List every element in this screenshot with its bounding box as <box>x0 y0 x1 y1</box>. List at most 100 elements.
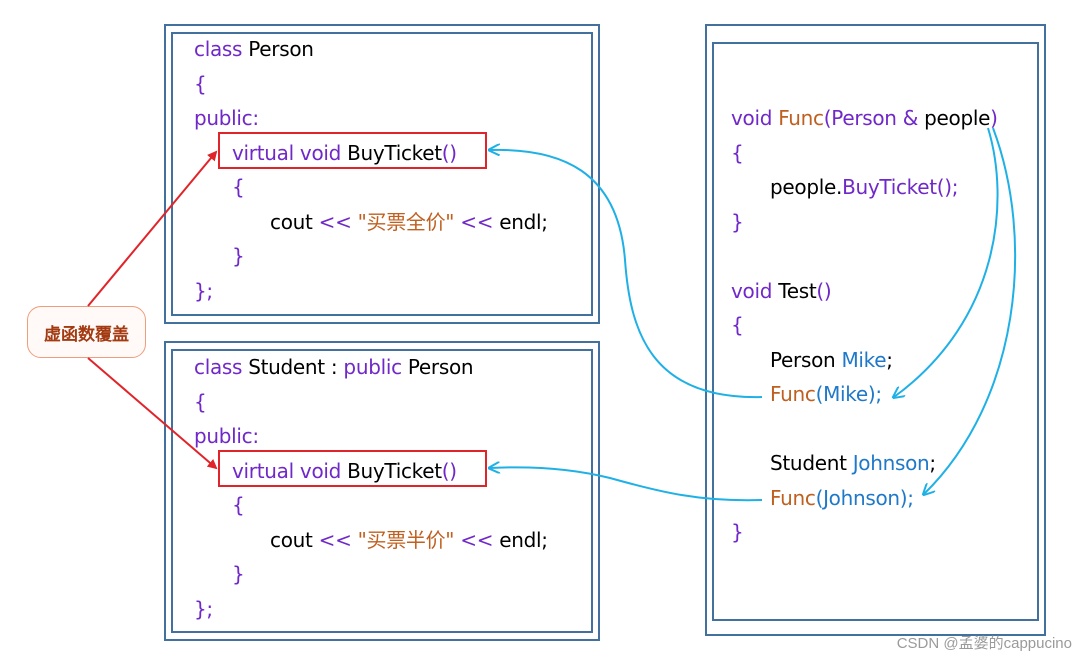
code-token: BuyTicket <box>347 140 442 165</box>
code-token: BuyTicket <box>842 175 937 199</box>
code-token: << <box>318 527 358 552</box>
code-token: () <box>816 278 832 303</box>
code-line: virtual void BuyTicket() <box>194 454 548 489</box>
code-line: public: <box>194 419 548 454</box>
code-line: void Test() <box>731 274 998 309</box>
code-token: void <box>731 278 779 303</box>
code-token: ; <box>886 347 893 372</box>
functions-panel <box>705 24 1046 636</box>
code-line: }; <box>194 274 548 309</box>
code-token: { <box>194 389 207 414</box>
person-buyticket-highlight <box>218 132 487 169</box>
code-token: { <box>731 313 744 337</box>
code-token: () <box>441 458 457 483</box>
person-class-panel-inner <box>171 32 593 316</box>
code-token: ) <box>990 106 998 130</box>
code-line: { <box>731 308 998 343</box>
code-token: }; <box>194 596 213 621</box>
student-class-panel <box>164 341 600 641</box>
code-line: cout << "买票半价" << endl; <box>194 523 548 558</box>
student-class-panel-inner <box>171 349 593 633</box>
code-line: public: <box>194 101 548 136</box>
code-token: class <box>194 355 249 379</box>
code-line: } <box>194 239 548 274</box>
code-token: public: <box>194 424 259 448</box>
code-line: Func(Mike); <box>731 377 998 412</box>
code-token: ; <box>929 451 936 475</box>
code-token: Student <box>770 451 853 475</box>
code-token: () <box>441 140 457 165</box>
code-token: ( <box>815 382 824 406</box>
code-token: "买票全价" <box>357 209 455 234</box>
code-token: void <box>731 106 779 130</box>
code-line: { <box>731 136 998 171</box>
code-token: ); <box>867 382 882 406</box>
code-token: cout <box>270 209 319 234</box>
code-token: } <box>731 209 744 234</box>
red-arrow-to-person-buyticket <box>87 150 218 307</box>
code-line: } <box>731 515 998 550</box>
code-token: << <box>454 209 500 234</box>
code-token: ); <box>899 485 914 510</box>
code-line: void Func(Person & people) <box>731 101 998 136</box>
code-line: class Student : public Person <box>194 350 548 385</box>
blue-arrow-mike-to-person <box>490 150 763 399</box>
blue-arrow-johnson-to-student <box>490 467 763 502</box>
blue-arrow-people-to-func-mike <box>894 127 999 397</box>
code-token: Mike <box>841 347 887 372</box>
code-token: << <box>318 209 358 234</box>
code-token: people. <box>770 175 843 199</box>
code-token: Mike <box>823 382 868 406</box>
code-token: virtual void <box>232 140 348 165</box>
code-token: Person <box>770 347 842 372</box>
code-token: }; <box>194 278 213 303</box>
code-line: class Person <box>194 32 548 67</box>
code-token: Person <box>248 37 314 61</box>
code-token: BuyTicket <box>347 458 442 483</box>
code-line: { <box>194 488 548 523</box>
code-line: Student Johnson; <box>731 446 998 481</box>
code-token: endl; <box>499 527 548 552</box>
code-line: { <box>194 67 548 102</box>
watermark: CSDN @孟婆的cappucino <box>896 635 1072 652</box>
code-line: Person Mike; <box>731 343 998 378</box>
code-token: Func <box>778 106 824 130</box>
code-token: public <box>343 355 408 379</box>
code-line: Func(Johnson); <box>731 481 998 516</box>
code-line: { <box>194 385 548 420</box>
virtual-override-label-text: 虚函数覆盖 <box>44 324 129 345</box>
code-token: endl; <box>499 209 548 234</box>
code-token: class <box>194 37 249 61</box>
person-class-code: class Person{public:virtual void BuyTick… <box>194 32 548 308</box>
code-line: { <box>194 170 548 205</box>
code-token: { <box>232 493 245 517</box>
code-token: Johnson <box>852 451 930 475</box>
code-line: } <box>194 557 548 592</box>
code-token: ( <box>815 485 824 510</box>
code-token: public: <box>194 106 259 130</box>
code-token: { <box>731 140 744 165</box>
person-class-panel <box>164 24 600 324</box>
code-token: & <box>896 106 925 130</box>
blue-arrow-people-to-func-johnson <box>924 127 1017 494</box>
code-token: Johnson <box>823 485 900 510</box>
code-token: (); <box>936 175 959 199</box>
code-token: Person <box>407 355 474 379</box>
virtual-override-label: 虚函数覆盖 <box>27 306 146 358</box>
code-token: people <box>924 106 991 130</box>
code-token: : <box>324 355 344 379</box>
code-token: << <box>454 527 500 552</box>
student-buyticket-highlight <box>218 450 487 487</box>
red-arrow-to-student-buyticket <box>87 357 218 470</box>
code-line: virtual void BuyTicket() <box>194 136 548 171</box>
code-line: } <box>731 205 998 240</box>
functions-code: void Func(Person & people){people.BuyTic… <box>731 101 998 550</box>
code-token: Func <box>770 485 816 510</box>
code-token: { <box>232 175 245 199</box>
code-token: Student <box>248 355 325 379</box>
code-token: } <box>731 520 744 544</box>
code-token: Person <box>831 106 897 130</box>
code-token: cout <box>270 527 319 552</box>
code-token: ( <box>823 106 832 130</box>
